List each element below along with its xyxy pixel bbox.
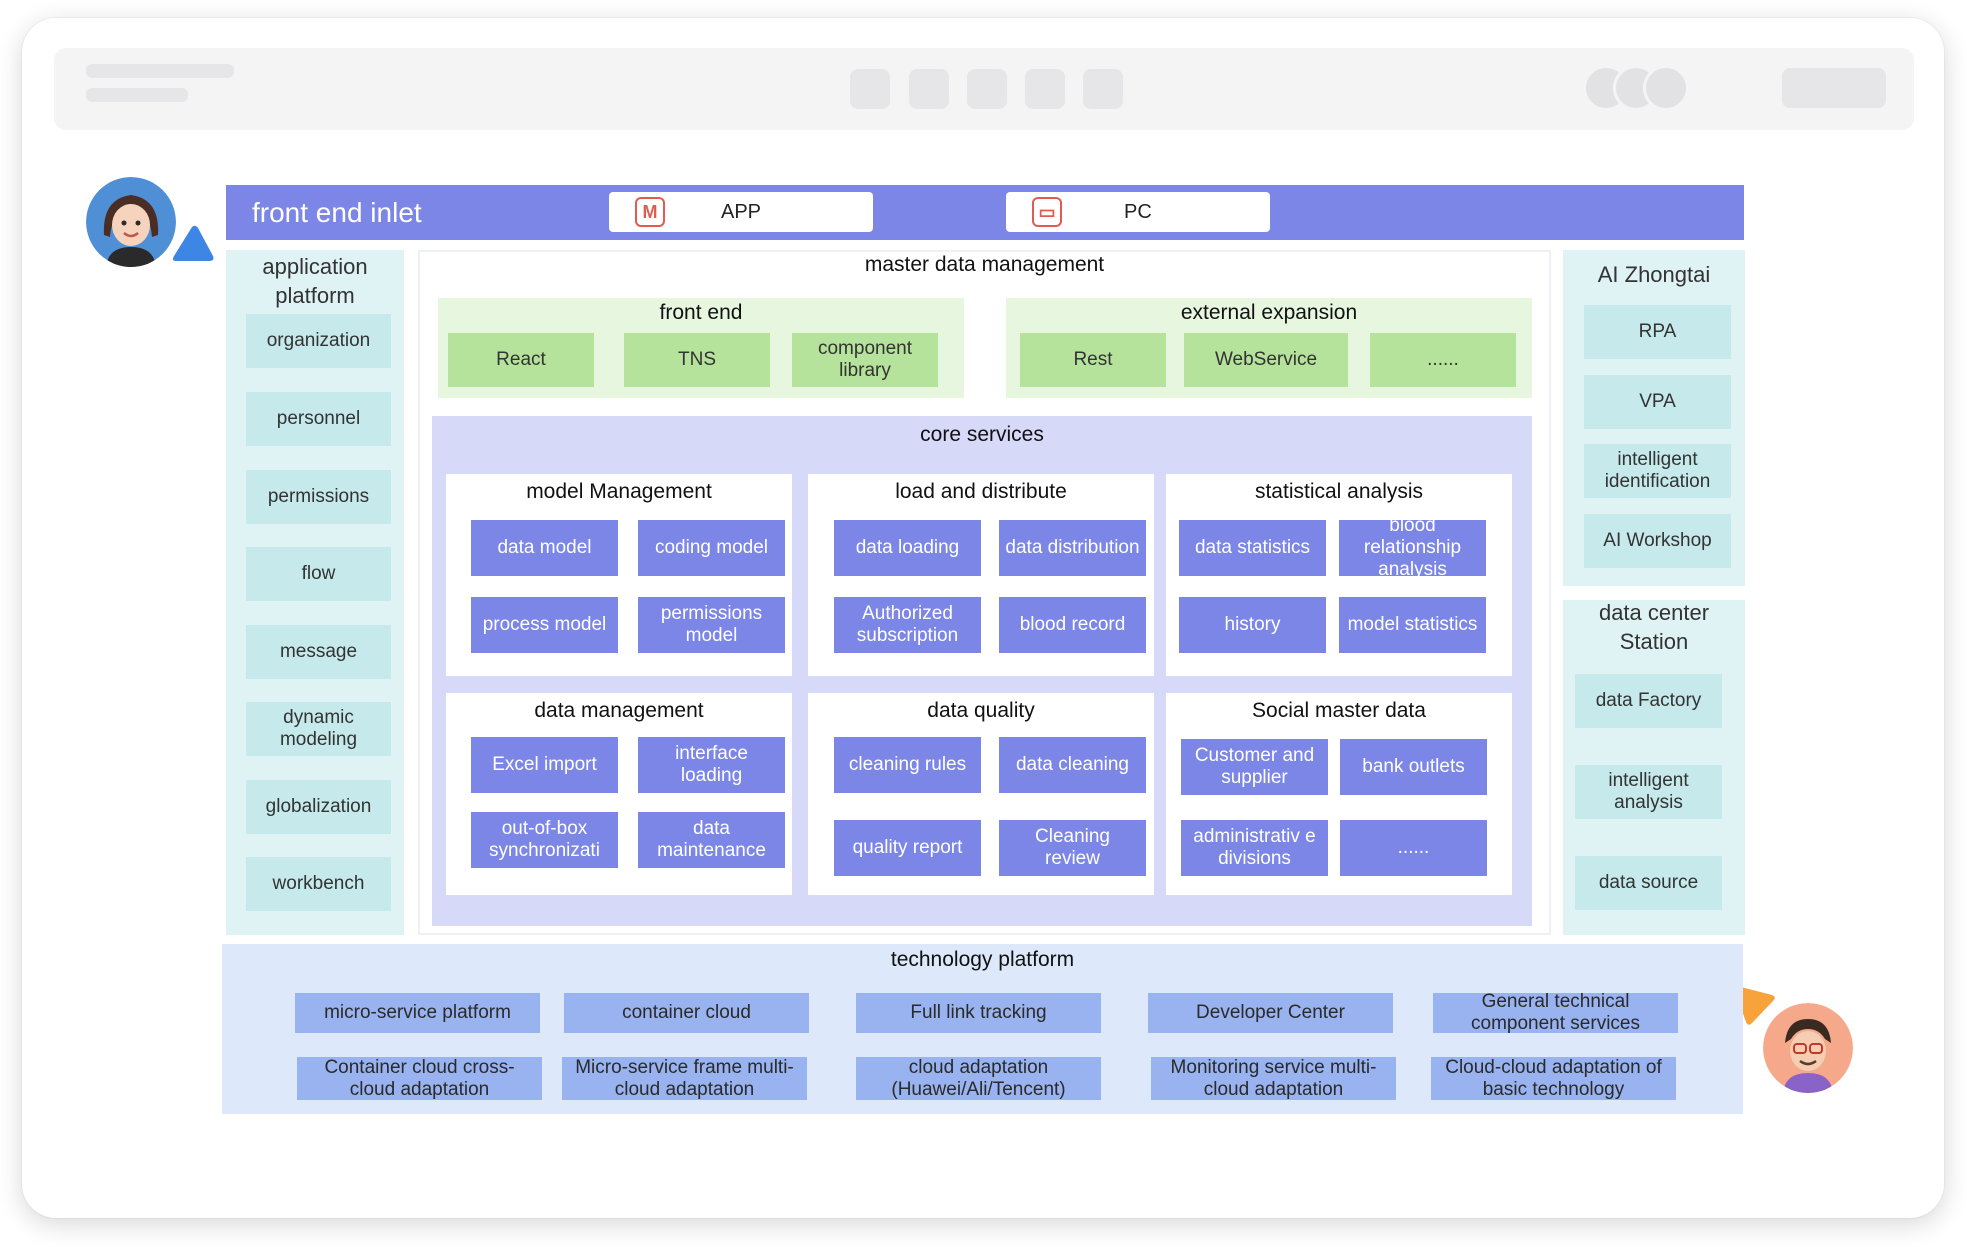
technology-platform-title: technology platform	[890, 948, 1075, 971]
toolbar-action-button[interactable]	[1782, 68, 1886, 108]
app-button[interactable]: M APP	[609, 192, 873, 232]
app-platform-item[interactable]: workbench	[246, 857, 391, 911]
data-management-item[interactable]: Excel import	[471, 737, 618, 793]
statistical-analysis-title: statistical analysis	[1254, 480, 1424, 503]
data-management-title: data management	[534, 699, 704, 722]
app-platform-item[interactable]: dynamic modeling	[246, 702, 391, 756]
load-and-distribute-item[interactable]: data distribution	[999, 520, 1146, 576]
front-end-item[interactable]: component library	[792, 333, 938, 387]
pc-monitor-icon: ▭	[1032, 197, 1062, 227]
statistical-analysis-item[interactable]: model statistics	[1339, 597, 1486, 653]
model-management-item[interactable]: process model	[471, 597, 618, 653]
ai-zhongtai-item[interactable]: VPA	[1584, 375, 1731, 429]
social-master-data-item[interactable]: administrativ e divisions	[1181, 820, 1328, 876]
core-services-title: core services	[920, 423, 1044, 446]
social-master-data-item[interactable]: bank outlets	[1340, 739, 1487, 795]
tech-platform-item[interactable]: micro-service platform	[295, 993, 540, 1033]
avatar-right	[1763, 1003, 1853, 1093]
data-center-station-item[interactable]: intelligent analysis	[1575, 765, 1722, 819]
statistical-analysis-item[interactable]: blood relationship analysis	[1339, 520, 1486, 576]
avatar-left	[86, 177, 176, 267]
front-end-item[interactable]: React	[448, 333, 594, 387]
load-and-distribute-item[interactable]: data loading	[834, 520, 981, 576]
app-platform-item[interactable]: message	[246, 625, 391, 679]
front-end-inlet-bar	[226, 185, 1744, 240]
social-master-data-item[interactable]: ......	[1340, 820, 1487, 876]
model-management-title: model Management	[526, 480, 712, 503]
toolbar-button-5[interactable]	[1083, 69, 1123, 109]
blue-triangle-icon	[172, 225, 214, 261]
data-quality-item[interactable]: cleaning rules	[834, 737, 981, 793]
model-management-item[interactable]: data model	[471, 520, 618, 576]
toolbar-button-1[interactable]	[850, 69, 890, 109]
data-quality-item[interactable]: data cleaning	[999, 737, 1146, 793]
statistical-analysis-item[interactable]: data statistics	[1179, 520, 1326, 576]
app-platform-item[interactable]: permissions	[246, 470, 391, 524]
social-master-data-item[interactable]: Customer and supplier	[1181, 739, 1328, 795]
toolbar-button-4[interactable]	[1025, 69, 1065, 109]
front-end-item[interactable]: TNS	[624, 333, 770, 387]
external-expansion-title: external expansion	[1180, 301, 1358, 324]
model-management-item[interactable]: coding model	[638, 520, 785, 576]
load-and-distribute-item[interactable]: blood record	[999, 597, 1146, 653]
app-platform-item[interactable]: globalization	[246, 780, 391, 834]
data-center-station-title: data center Station	[1598, 600, 1710, 654]
app-platform-item[interactable]: organization	[246, 314, 391, 368]
tech-platform-item[interactable]: Full link tracking	[856, 993, 1101, 1033]
pc-button-label: PC	[1124, 201, 1152, 223]
pc-button[interactable]: ▭ PC	[1006, 192, 1270, 232]
subtitle-placeholder	[86, 88, 188, 102]
data-quality-item[interactable]: Cleaning review	[999, 820, 1146, 876]
ai-zhongtai-item[interactable]: intelligent identification	[1584, 444, 1731, 498]
app-logo-icon: M	[635, 197, 665, 227]
toolbar-button-3[interactable]	[967, 69, 1007, 109]
toolbar-button-2[interactable]	[909, 69, 949, 109]
ai-zhongtai-title: AI Zhongtai	[1597, 262, 1711, 287]
tech-platform-item[interactable]: Container cloud cross-cloud adaptation	[297, 1057, 542, 1100]
tech-platform-item[interactable]: Monitoring service multi-cloud adaptatio…	[1151, 1057, 1396, 1100]
data-quality-title: data quality	[927, 699, 1035, 722]
app-platform-item[interactable]: flow	[246, 547, 391, 601]
social-master-data-title: Social master data	[1252, 699, 1426, 722]
application-platform-title: application platform	[262, 254, 368, 308]
ai-zhongtai-item[interactable]: RPA	[1584, 305, 1731, 359]
user-circle-3[interactable]	[1643, 65, 1689, 111]
tech-platform-item[interactable]: container cloud	[564, 993, 809, 1033]
app-button-label: APP	[721, 201, 762, 223]
load-and-distribute-title: load and distribute	[895, 480, 1067, 503]
data-quality-item[interactable]: quality report	[834, 820, 981, 876]
tech-platform-item[interactable]: Micro-service frame multi-cloud adaptati…	[562, 1057, 807, 1100]
front-end-title: front end	[659, 301, 743, 324]
external-expansion-item[interactable]: Rest	[1020, 333, 1166, 387]
data-center-station-item[interactable]: data source	[1575, 856, 1722, 910]
tech-platform-item[interactable]: Cloud-cloud adaptation of basic technolo…	[1431, 1057, 1676, 1100]
title-placeholder	[86, 64, 234, 78]
data-management-item[interactable]: data maintenance	[638, 812, 785, 868]
app-platform-item[interactable]: personnel	[246, 392, 391, 446]
external-expansion-item[interactable]: WebService	[1184, 333, 1348, 387]
ai-zhongtai-item[interactable]: AI Workshop	[1584, 514, 1731, 568]
data-center-station-item[interactable]: data Factory	[1575, 674, 1722, 728]
master-data-management-title: master data management	[864, 253, 1105, 276]
statistical-analysis-item[interactable]: history	[1179, 597, 1326, 653]
data-management-item[interactable]: interface loading	[638, 737, 785, 793]
load-and-distribute-item[interactable]: Authorized subscription	[834, 597, 981, 653]
model-management-item[interactable]: permissions model	[638, 597, 785, 653]
tech-platform-item[interactable]: Developer Center	[1148, 993, 1393, 1033]
external-expansion-item[interactable]: ......	[1370, 333, 1516, 387]
orange-triangle-icon	[1733, 985, 1775, 1025]
tech-platform-item[interactable]: cloud adaptation (Huawei/Ali/Tencent)	[856, 1057, 1101, 1100]
tech-platform-item[interactable]: General technical component services	[1433, 991, 1678, 1034]
front-end-inlet-title: front end inlet	[252, 197, 422, 228]
data-management-item[interactable]: out-of-box synchronizati	[471, 812, 618, 868]
